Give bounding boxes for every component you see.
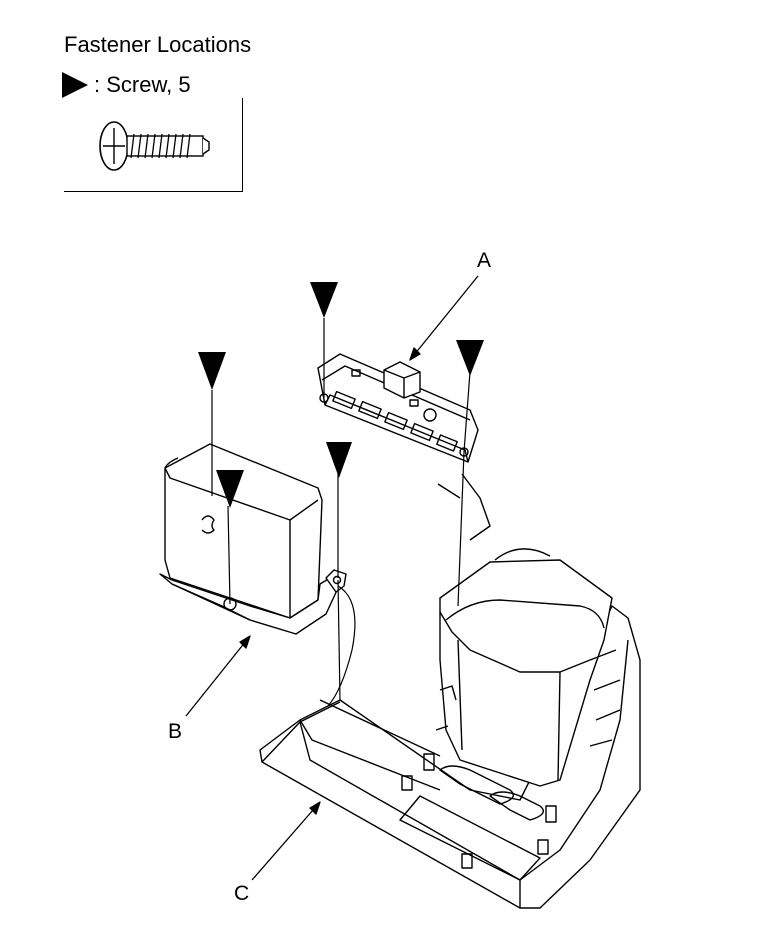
screw-marker-icon (62, 72, 88, 98)
screw-marker-1 (310, 282, 338, 318)
screw-marker-4 (216, 470, 244, 508)
screw-marker-5 (326, 442, 352, 478)
screw-icon (99, 121, 210, 171)
callout-a: A (477, 249, 492, 272)
legend-box (64, 98, 243, 192)
screw-leader-lines (211, 318, 471, 707)
switch-panel-a (317, 353, 479, 463)
legend-screw-row: : Screw, 5 (62, 72, 191, 98)
callout-c: C (234, 882, 250, 905)
console-tray-c (259, 473, 641, 909)
screw-marker-2 (456, 340, 484, 376)
callout-arrows (185, 275, 479, 881)
legend-title: Fastener Locations (64, 32, 252, 57)
box-pocket-b (159, 443, 347, 635)
legend-screw-text: : Screw, 5 (94, 72, 191, 97)
callout-b: B (168, 720, 183, 743)
screw-marker-3 (198, 352, 226, 390)
